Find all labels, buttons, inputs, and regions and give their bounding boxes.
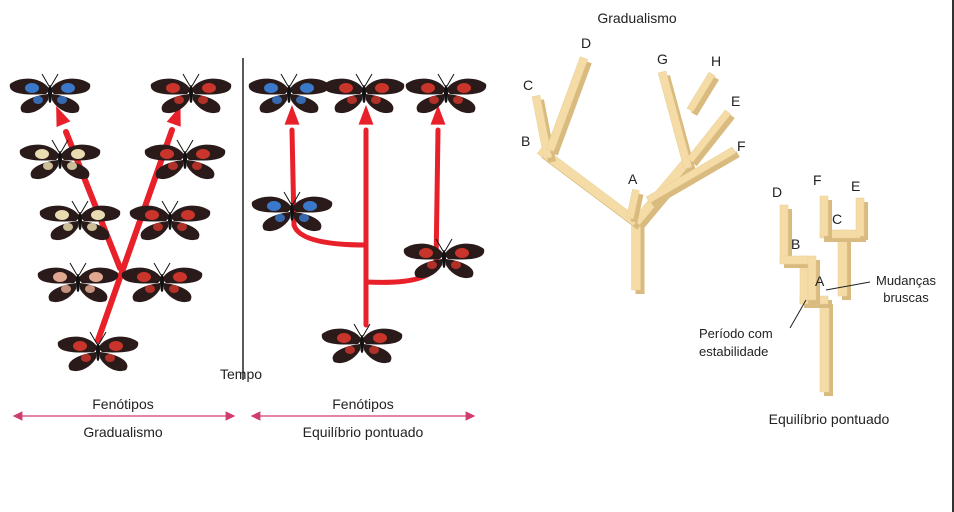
punct-node-label-e: E xyxy=(851,178,861,194)
sudden-change-line-1: Mudanças xyxy=(876,273,936,288)
butterfly-icon xyxy=(403,238,485,279)
butterfly-icon xyxy=(121,262,203,303)
punct-node-label-a: A xyxy=(815,273,825,289)
butterfly-icon xyxy=(129,200,211,241)
branch-to-e xyxy=(686,109,732,163)
punct-stem-e xyxy=(855,197,865,237)
butterfly-icon xyxy=(323,73,405,114)
time-axis-label: Tempo xyxy=(220,366,263,382)
phenotypes-label-punctuated: Fenótipos xyxy=(332,396,394,412)
branch-to-h-side xyxy=(691,76,719,116)
punct-node-label-b: B xyxy=(791,236,801,252)
branch-to-h xyxy=(686,71,716,113)
gradualism-tree-title: Gradualismo xyxy=(597,10,677,26)
punct-stem-f xyxy=(819,195,829,237)
node-label-f: F xyxy=(737,138,746,154)
branch-to-f xyxy=(645,146,737,204)
butterfly-icon xyxy=(251,191,333,232)
arrow-gradualism-right xyxy=(95,127,175,343)
butterfly-icon xyxy=(144,139,226,180)
branch-to-c xyxy=(531,94,553,160)
branch-to-b xyxy=(536,146,640,226)
figure-border xyxy=(952,0,954,512)
stability-annotation: Período com estabilidade xyxy=(699,325,773,361)
node-label-a: A xyxy=(628,171,638,187)
punct-node-label-c: C xyxy=(832,211,843,227)
punct-stem-b2 xyxy=(807,255,817,301)
trunk-branch xyxy=(631,217,641,291)
arrowhead-punct-right xyxy=(430,105,446,125)
branch-to-e-side xyxy=(691,113,735,167)
sudden-change-line-2: bruscas xyxy=(883,290,929,305)
butterfly-icon xyxy=(37,262,119,303)
phenotypes-label-gradualism: Fenótipos xyxy=(92,396,154,412)
arrow-punct-right xyxy=(363,127,441,285)
branch-to-a xyxy=(626,188,640,220)
arrowhead-gradualism-left xyxy=(56,105,71,127)
node-label-g: G xyxy=(657,51,668,67)
punct-trunk xyxy=(819,299,830,393)
node-label-c: C xyxy=(523,77,534,93)
butterfly-icon xyxy=(405,73,487,114)
stability-line-1: Período com xyxy=(699,326,773,341)
punct-split-b xyxy=(779,255,809,265)
sudden-change-leader xyxy=(825,281,871,291)
branch-to-g xyxy=(657,70,693,170)
arrowhead-punct-center xyxy=(358,105,374,125)
branch-to-d xyxy=(545,56,589,152)
gradualism-caption: Gradualismo xyxy=(83,424,163,440)
punctuated-caption: Equilíbrio pontuado xyxy=(302,424,424,440)
punct-node-label-d: D xyxy=(772,184,783,200)
node-label-b: B xyxy=(521,133,531,149)
stability-line-2: estabilidade xyxy=(699,344,769,359)
butterfly-icon xyxy=(19,139,101,180)
arrow-punct-left xyxy=(289,127,369,248)
sudden-change-annotation: Mudanças bruscas xyxy=(876,272,936,306)
butterfly-icon xyxy=(150,73,232,114)
butterfly-icon xyxy=(9,73,91,114)
node-label-d: D xyxy=(581,35,592,51)
stability-leader xyxy=(789,299,807,329)
butterfly-icon xyxy=(57,331,139,372)
arrowhead-gradualism-right xyxy=(166,105,181,127)
node-label-e: E xyxy=(731,93,741,109)
punct-node-label-f: F xyxy=(813,172,822,188)
butterfly-icon xyxy=(39,200,121,241)
punctuated-tree-title: Equilíbrio pontuado xyxy=(768,411,890,427)
arrowhead-punct-left xyxy=(284,105,300,125)
node-label-h: H xyxy=(711,53,722,69)
butterfly-icon xyxy=(248,73,330,114)
punct-stem-d xyxy=(779,204,789,263)
branch-to-f-side xyxy=(650,150,740,208)
butterfly-icon xyxy=(321,323,403,364)
